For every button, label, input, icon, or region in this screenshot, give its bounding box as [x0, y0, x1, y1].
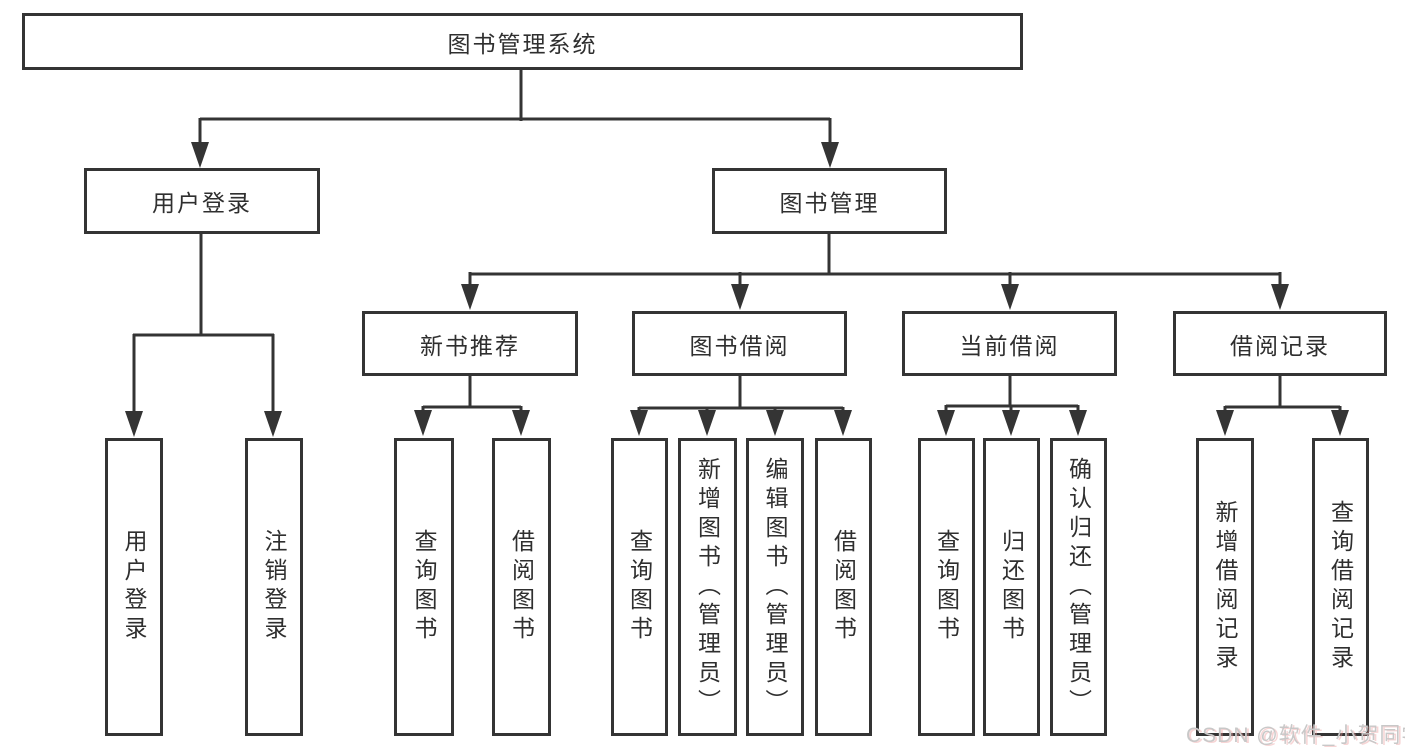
leaf-query-books-borrowing: 查询图书 — [611, 438, 668, 736]
node-book-borrowing: 图书借阅 — [632, 311, 847, 376]
leaf-logout: 注销登录 — [245, 438, 303, 736]
leaf-borrow-books-recommend: 借阅图书 — [492, 438, 551, 736]
node-current-borrowing: 当前借阅 — [902, 311, 1117, 376]
node-borrowing-records: 借阅记录 — [1173, 311, 1387, 376]
node-new-book-recommend: 新书推荐 — [362, 311, 578, 376]
leaf-query-books-recommend: 查询图书 — [394, 438, 454, 736]
leaf-return-books: 归还图书 — [983, 438, 1040, 736]
node-user-login: 用户登录 — [84, 168, 320, 234]
leaf-query-books-current: 查询图书 — [918, 438, 975, 736]
node-library-system: 图书管理系统 — [22, 13, 1023, 70]
leaf-edit-books-admin: 编辑图书（管理员） — [746, 438, 804, 736]
leaf-confirm-return-admin: 确认归还（管理员） — [1050, 438, 1107, 736]
leaf-add-books-admin: 新增图书（管理员） — [678, 438, 737, 736]
leaf-user-login: 用户登录 — [105, 438, 163, 736]
leaf-add-borrow-record: 新增借阅记录 — [1196, 438, 1254, 736]
leaf-borrow-books-borrowing: 借阅图书 — [815, 438, 872, 736]
csdn-watermark: CSDN @软件_小贺同学 — [1186, 724, 1405, 747]
node-book-management: 图书管理 — [712, 168, 947, 234]
leaf-query-borrow-record: 查询借阅记录 — [1312, 438, 1369, 736]
